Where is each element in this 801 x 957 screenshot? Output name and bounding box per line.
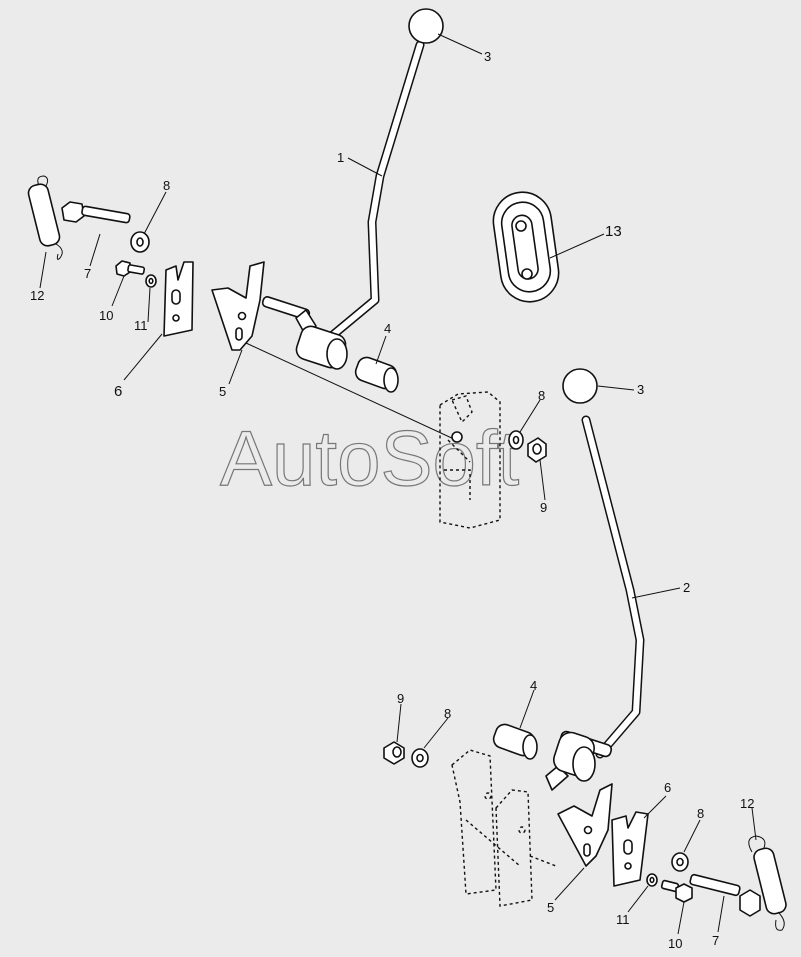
washer-8-lower-right xyxy=(671,852,689,872)
callout-8-mid: 8 xyxy=(538,388,545,403)
callout-3-lower: 3 xyxy=(637,382,644,397)
bolt-7-lower xyxy=(689,873,761,917)
callout-7-upper: 7 xyxy=(84,266,91,281)
callout-8-lower-right: 8 xyxy=(697,806,704,821)
callout-5-upper: 5 xyxy=(219,384,226,399)
spring-12-upper xyxy=(27,175,63,260)
spring-12-lower xyxy=(748,835,787,931)
mount-bracket-lower xyxy=(451,749,557,907)
callout-8-upper: 8 xyxy=(163,178,170,193)
washer-8-upper xyxy=(130,231,150,253)
bolt-7-upper xyxy=(61,201,131,224)
callout-10-upper: 10 xyxy=(99,308,113,323)
mount-bracket-upper xyxy=(439,391,501,529)
bushing-4-upper xyxy=(354,356,399,393)
callout-11-lower: 11 xyxy=(616,912,630,927)
watermark: AutoSoft xyxy=(220,414,520,502)
callout-3-upper: 3 xyxy=(484,49,491,64)
callout-9-mid: 9 xyxy=(540,500,547,515)
callout-10-lower: 10 xyxy=(668,936,682,951)
plate-6-lower xyxy=(611,811,649,887)
bracket-5-upper xyxy=(211,261,265,351)
callout-12-lower: 12 xyxy=(740,796,754,811)
callout-labels: 1 2 3 3 4 4 5 5 6 6 7 7 8 8 8 8 9 9 10 1… xyxy=(30,49,754,951)
grommet-13 xyxy=(492,191,560,303)
bracket-5-lower xyxy=(557,783,613,867)
callout-6-upper: 6 xyxy=(114,383,122,400)
washer-11-upper xyxy=(145,274,157,288)
leader-lines xyxy=(39,33,757,935)
washer-8-lower-left xyxy=(411,748,429,768)
callout-4-lower: 4 xyxy=(530,678,537,693)
knob-3-lower xyxy=(562,368,598,404)
pivot-axis-upper xyxy=(245,342,457,441)
callout-6-lower: 6 xyxy=(664,780,671,795)
callout-1: 1 xyxy=(337,150,344,165)
nut-9-lower xyxy=(383,741,405,765)
callout-2: 2 xyxy=(683,580,690,595)
bolt-10-upper xyxy=(115,260,146,277)
washer-11-lower xyxy=(646,873,658,887)
bushing-4-lower xyxy=(492,723,538,760)
shift-lever-1 xyxy=(261,40,425,370)
callout-4-upper: 4 xyxy=(384,321,391,336)
plate-6-upper xyxy=(163,261,194,337)
washer-8-mid xyxy=(508,430,524,450)
nut-9-mid xyxy=(527,437,547,463)
callout-12-upper: 12 xyxy=(30,288,44,303)
callout-8-lower-left: 8 xyxy=(444,706,451,721)
shift-lever-2 xyxy=(545,415,645,791)
callout-9-lower: 9 xyxy=(397,691,404,706)
knob-3-upper xyxy=(408,8,444,44)
callout-5-lower: 5 xyxy=(547,900,554,915)
callout-7-lower: 7 xyxy=(712,933,719,948)
bolt-10-lower xyxy=(660,879,693,903)
callout-13: 13 xyxy=(605,223,622,240)
callout-11-upper: 11 xyxy=(134,318,148,333)
